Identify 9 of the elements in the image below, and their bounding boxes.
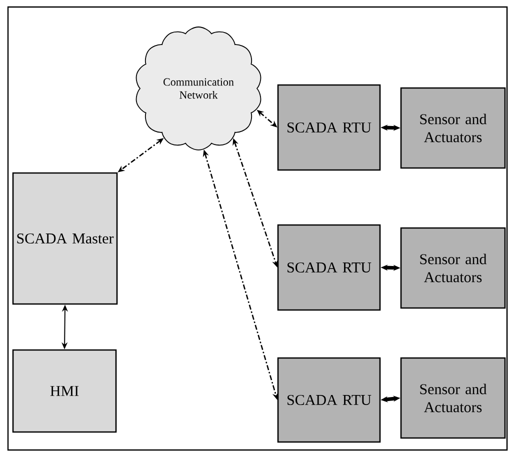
process-box: Sensor and Actuators [400, 87, 506, 169]
process-box: Sensor and Actuators [400, 357, 506, 439]
network-cloud: Communication Network [136, 26, 262, 150]
process-box: SCADA RTU [277, 84, 381, 171]
process-box: SCADA RTU [277, 224, 381, 311]
process-box: HMI [12, 349, 117, 433]
process-box: SCADA Master [12, 172, 118, 305]
process-box: Sensor and Actuators [400, 227, 506, 309]
process-box: SCADA RTU [277, 357, 381, 443]
